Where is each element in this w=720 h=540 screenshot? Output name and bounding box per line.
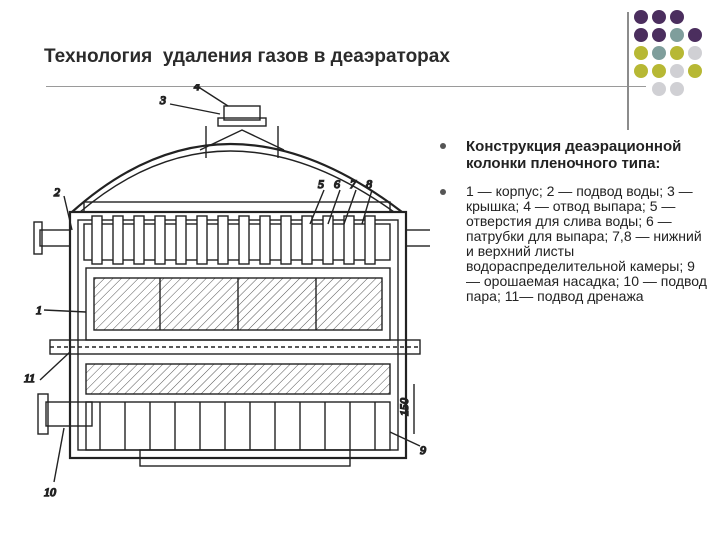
vapor-tube xyxy=(322,215,334,265)
steam-inlet xyxy=(45,401,93,427)
vapor-tube xyxy=(196,215,208,265)
vapor-tube xyxy=(301,215,313,265)
decor-dot xyxy=(652,82,666,96)
decor-dot xyxy=(652,46,666,60)
callout-9: 9 xyxy=(420,443,426,457)
callout-10: 10 xyxy=(44,485,56,499)
bullet-list: Конструкция деаэрационной колонки пленоч… xyxy=(440,138,710,304)
decor-dot xyxy=(652,64,666,78)
decor-dot xyxy=(670,10,684,24)
decor-dot xyxy=(634,28,648,42)
decor-dot xyxy=(688,46,702,60)
vapor-tube xyxy=(91,215,103,265)
bullet-marker xyxy=(440,143,446,149)
decor-dot xyxy=(670,46,684,60)
bullet-text: Конструкция деаэрационной колонки пленоч… xyxy=(466,138,682,172)
callout-8: 8 xyxy=(366,177,372,191)
vent-pipe-top xyxy=(223,105,261,121)
dome-inner xyxy=(79,150,395,213)
decor-dot xyxy=(652,28,666,42)
tube-row-top xyxy=(83,201,391,265)
decor-dot xyxy=(634,64,648,78)
vapor-tube xyxy=(259,215,271,265)
decor-vertical-line xyxy=(627,12,629,130)
decor-dot xyxy=(652,10,666,24)
vapor-tube xyxy=(154,215,166,265)
callout-5: 5 xyxy=(318,177,324,191)
callout-1: 1 xyxy=(36,303,42,317)
dome-cover xyxy=(71,142,403,213)
vent-deflector xyxy=(199,129,285,151)
bullet-marker xyxy=(440,189,446,195)
vapor-tube xyxy=(364,215,376,265)
decor-dot xyxy=(670,64,684,78)
decor-dot xyxy=(688,28,702,42)
title-underline xyxy=(46,86,646,87)
bullet-item: 1 — корпус; 2 — подвод воды; 3 — крышка;… xyxy=(440,184,710,304)
vapor-tube xyxy=(217,215,229,265)
callout-11: 11 xyxy=(24,371,35,385)
vapor-tube xyxy=(343,215,355,265)
vapor-tube xyxy=(238,215,250,265)
vapor-tube xyxy=(175,215,187,265)
lower-grid xyxy=(85,401,391,451)
vapor-tube xyxy=(280,215,292,265)
callout-7: 7 xyxy=(350,177,357,191)
vapor-tube xyxy=(112,215,124,265)
bullet-item: Конструкция деаэрационной колонки пленоч… xyxy=(440,138,710,172)
dimension-label: 150 xyxy=(397,398,411,416)
callout-6: 6 xyxy=(334,177,340,191)
bullet-text: 1 — корпус; 2 — подвод воды; 3 — крышка;… xyxy=(466,183,707,304)
decor-dot xyxy=(634,46,648,60)
vapor-tube xyxy=(133,215,145,265)
vent-flange xyxy=(217,117,267,127)
callout-3: 3 xyxy=(159,93,166,107)
decor-dot xyxy=(670,28,684,42)
water-inlet-right xyxy=(405,229,430,247)
callout-4: 4 xyxy=(194,84,200,93)
decor-dot xyxy=(670,82,684,96)
decor-dot xyxy=(688,64,702,78)
water-inlet-left xyxy=(39,229,71,247)
lower-packing xyxy=(85,363,391,395)
decor-dot xyxy=(634,10,648,24)
bottom-support xyxy=(139,449,351,467)
deaerator-column-drawing: 3 4 2 1 11 10 9 5 6 7 8 150 xyxy=(23,84,430,500)
slide-title: Технология удаления газов в деаэраторах xyxy=(44,46,450,67)
callout-2: 2 xyxy=(54,185,60,199)
